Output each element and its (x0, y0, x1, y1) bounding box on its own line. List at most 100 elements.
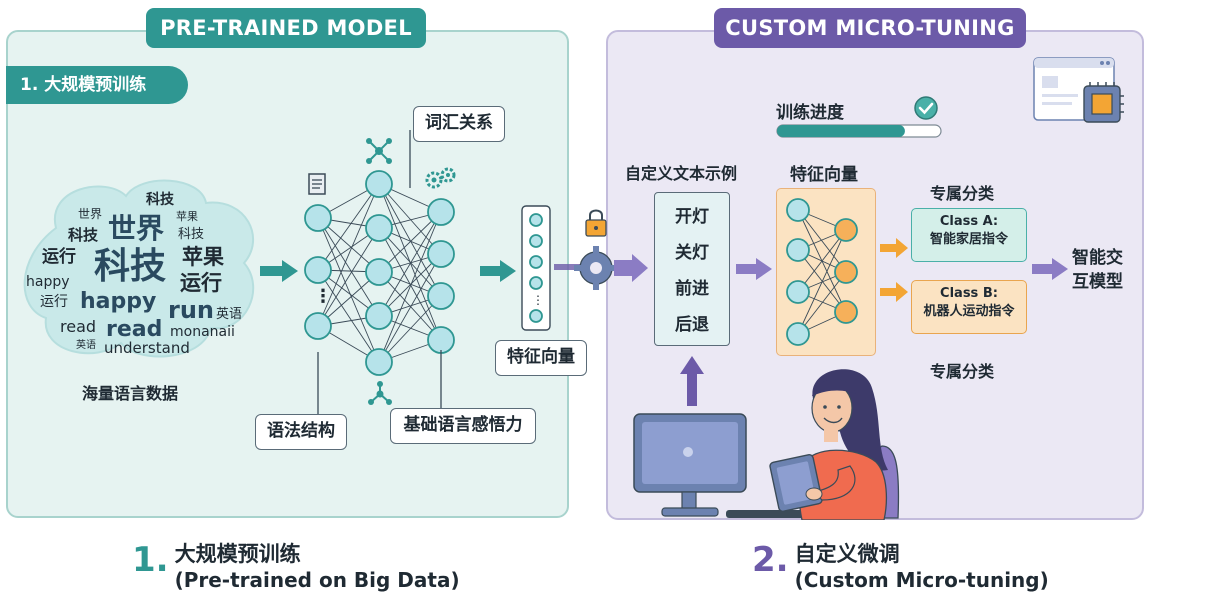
command-item: 后退 (675, 315, 709, 335)
svg-text:⋮: ⋮ (532, 293, 544, 307)
feature-network (786, 198, 858, 346)
network-node (834, 260, 858, 284)
class-arrows (880, 238, 908, 302)
word-read-2: read (106, 317, 162, 342)
document-icon (308, 173, 326, 195)
arrow-net-to-vector (480, 260, 516, 282)
output-line-1: 智能交 (1072, 248, 1123, 268)
network-edge (797, 229, 847, 335)
word-yunxing-3: 运行 (40, 294, 68, 310)
network-edge (378, 253, 442, 363)
word-pingguo-1: 苹果 (176, 209, 198, 223)
lock-gear-junction (554, 209, 648, 290)
network-edge (378, 253, 442, 317)
word-pingguo-2: 苹果 (182, 245, 224, 269)
network-node (365, 170, 393, 198)
caption-right-title: 自定义微调 (794, 542, 900, 566)
caption-left-subtitle: (Pre-trained on Big Data) (174, 568, 460, 592)
word-yunxing-1: 运行 (42, 246, 76, 267)
gears-icon (425, 167, 456, 189)
network-node (786, 322, 810, 346)
word-yingyu-2: 英语 (76, 338, 96, 351)
exclusive-class-label-bottom: 专属分类 (930, 362, 995, 381)
progress-fill (777, 125, 905, 137)
label-connectors (317, 130, 442, 416)
network-node (304, 312, 332, 340)
language-sense-label: 基础语言感悟力 (390, 408, 536, 444)
network-edge (317, 183, 380, 271)
network-edge (317, 217, 380, 363)
feature-vector-label-left: 特征向量 (495, 340, 587, 376)
word-keji-3: 科技 (178, 227, 204, 242)
caption-left-title: 大规模预训练 (174, 542, 301, 566)
custom-examples-label: 自定义文本示例 (625, 164, 738, 183)
network-edge (317, 217, 380, 317)
network-edge (378, 211, 442, 273)
gear-icon (574, 246, 618, 290)
feature-vector-column: ⋮ (521, 205, 551, 331)
arrow-to-output (1032, 258, 1068, 280)
word-cloud-caption: 海量语言数据 (82, 384, 179, 403)
word-keji-big: 科技 (94, 246, 166, 287)
arrow-examples-to-features (736, 258, 772, 280)
word-run: run (168, 296, 214, 324)
computer-monitor-icon (633, 413, 747, 517)
app-chip-icon (1033, 57, 1124, 123)
command-item: 前进 (675, 279, 709, 299)
network-node (427, 240, 455, 268)
caption-left: 1. 大规模预训练 (Pre-trained on Big Data) (132, 538, 460, 592)
network-node (834, 300, 858, 324)
class-a-box: Class A: 智能家居指令 (911, 208, 1027, 262)
tablet-icon (769, 454, 823, 512)
caption-right-subtitle: (Custom Micro-tuning) (794, 568, 1049, 592)
network-node (365, 302, 393, 330)
arrow-up-from-computer (680, 356, 704, 406)
pretrained-tab-title: PRE-TRAINED MODEL (146, 8, 426, 48)
network-edge (378, 211, 442, 363)
feature-vector-label-right: 特征向量 (790, 165, 858, 185)
word-yunxing-2: 运行 (180, 271, 222, 295)
person-computer-illustration (633, 369, 900, 520)
progress-label: 训练进度 (776, 103, 844, 123)
network-node (304, 204, 332, 232)
word-understand: understand (104, 339, 190, 357)
word-keji-2: 科技 (68, 226, 99, 244)
caption-right-number: 2. (752, 540, 789, 580)
network-edge (797, 271, 847, 335)
progress-bar (776, 124, 942, 138)
class-b-desc: 机器人运动指令 (923, 304, 1015, 319)
network-edge (378, 295, 442, 363)
check-icon (914, 96, 938, 120)
network-node (786, 238, 810, 262)
network-edge (317, 227, 380, 327)
class-a-desc: 智能家居指令 (929, 232, 1008, 247)
grammar-structure-label: 语法结构 (255, 414, 347, 450)
vocab-relation-label: 词汇关系 (413, 106, 505, 142)
network-edge (378, 227, 442, 297)
output-model-label: 智能交 互模型 (1072, 246, 1123, 294)
word-yingyu-1: 英语 (216, 307, 242, 322)
word-read-1: read (60, 317, 96, 336)
network-edge (797, 229, 847, 293)
word-shijie-1: 世界 (78, 207, 102, 221)
class-b-title: Class B: (940, 286, 998, 301)
network-node (304, 256, 332, 284)
class-b-box: Class B: 机器人运动指令 (911, 280, 1027, 334)
word-happy-2: happy (80, 289, 156, 314)
network-edge (378, 211, 442, 317)
word-shijie-2: 世界 (108, 212, 164, 245)
caption-right: 2. 自定义微调 (Custom Micro-tuning) (752, 538, 1049, 592)
network-node (786, 280, 810, 304)
step-pill: 1. 大规模预训练 (6, 66, 188, 104)
caption-left-number: 1. (132, 540, 169, 580)
command-item: 开灯 (675, 207, 709, 227)
network-node (786, 198, 810, 222)
network-edge (378, 183, 442, 297)
network-node (427, 282, 455, 310)
network-node (834, 218, 858, 242)
word-monanaii: monanaii (170, 324, 235, 340)
micro-tuning-tab-title: CUSTOM MICRO-TUNING (714, 8, 1026, 48)
exclusive-class-label-top: 专属分类 (930, 184, 995, 203)
network-node (427, 198, 455, 226)
